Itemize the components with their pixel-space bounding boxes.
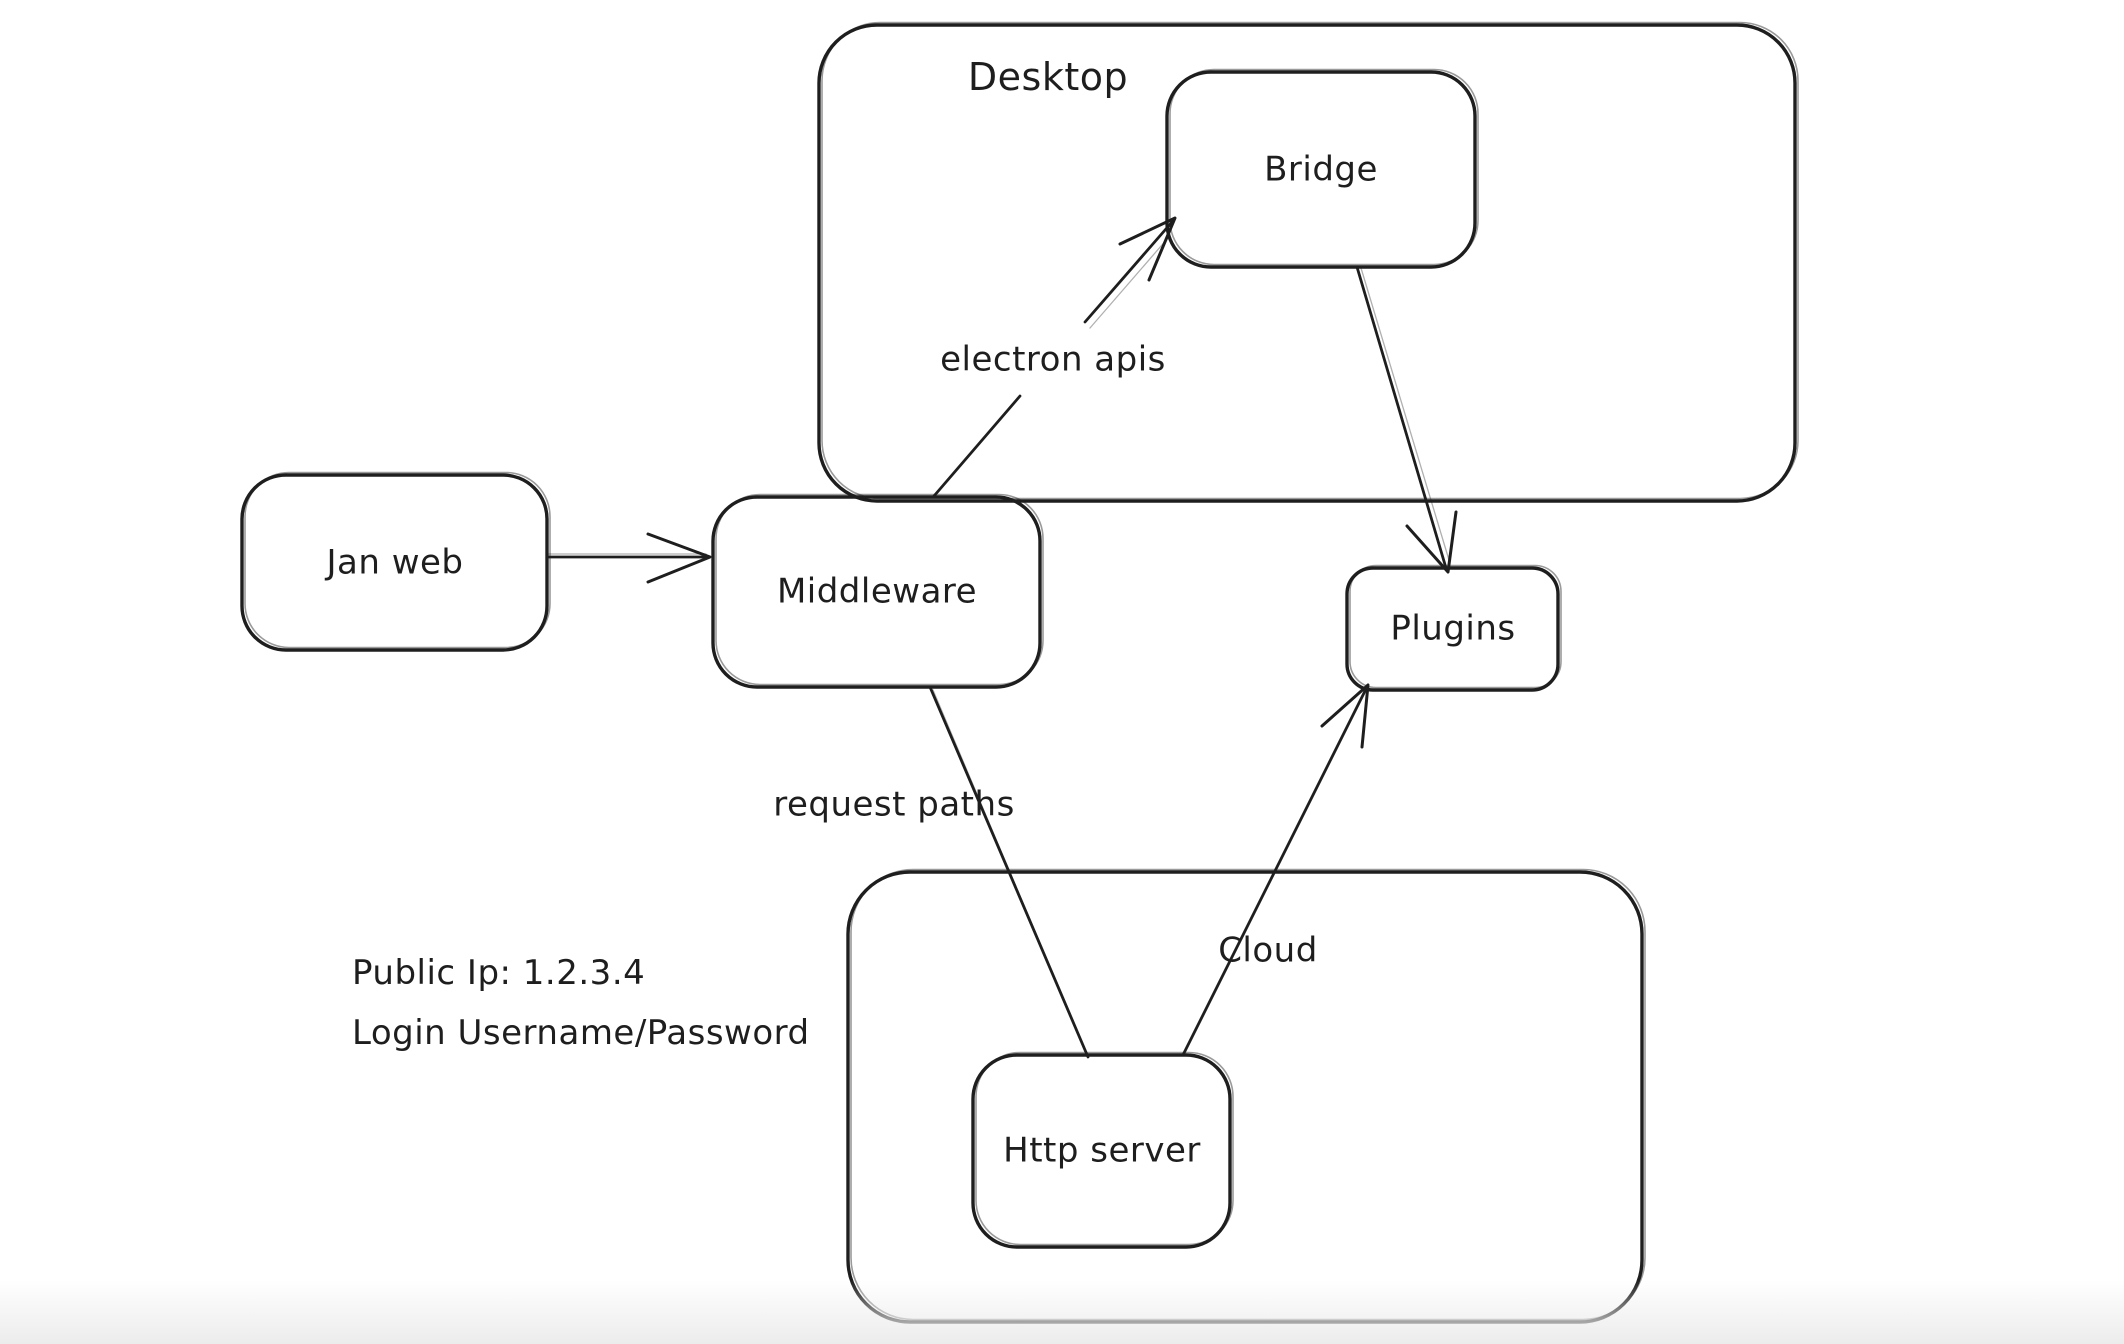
- electron-apis-edge-label[interactable]: electron apis: [940, 339, 1166, 380]
- middleware-to-bridge-arrow-ghost: [1089, 237, 1169, 329]
- middleware-to-http-server-line[interactable]: [928, 685, 1090, 1059]
- middleware-node-label[interactable]: Middleware: [776, 571, 978, 612]
- jan-web-node-label[interactable]: Jan web: [326, 542, 464, 583]
- middleware-to-http-server-line-shaft: [928, 685, 1090, 1059]
- bridge-node[interactable]: [1165, 70, 1477, 269]
- middleware-to-bridge-arrow-shaft-upper: [1083, 220, 1174, 324]
- plugins-node-label[interactable]: Plugins: [1390, 608, 1516, 649]
- middleware-node-sketch-ghost: [715, 493, 1044, 686]
- http-server-node[interactable]: [971, 1053, 1232, 1249]
- request-paths-edge-label[interactable]: request paths: [773, 784, 1015, 825]
- middleware-to-bridge-arrow-shaft-lower: [932, 394, 1022, 498]
- middleware-to-bridge-arrow[interactable]: [932, 216, 1177, 498]
- cloud-container-label[interactable]: Cloud: [1218, 930, 1318, 971]
- bridge-node-sketch-ghost: [1169, 68, 1479, 266]
- desktop-container-box[interactable]: [817, 23, 1797, 503]
- http-server-node-sketch-ghost: [975, 1051, 1234, 1246]
- http-server-node-label[interactable]: Http server: [1003, 1130, 1201, 1171]
- middleware-node[interactable]: [711, 495, 1042, 689]
- public-ip-note[interactable]: Public Ip: 1.2.3.4: [352, 953, 646, 993]
- desktop-container-sketch-ghost: [821, 21, 1799, 500]
- login-note[interactable]: Login Username/Password: [352, 1013, 810, 1053]
- http-server-to-plugins-arrow-shaft: [1181, 687, 1368, 1057]
- http-server-to-plugins-arrowhead: [1320, 683, 1370, 749]
- bridge-node-label[interactable]: Bridge: [1264, 149, 1378, 190]
- http-server-to-plugins-arrow[interactable]: [1181, 683, 1370, 1057]
- bridge-to-plugins-arrow-shaft: [1355, 265, 1448, 570]
- desktop-container-label[interactable]: Desktop: [967, 55, 1129, 100]
- bridge-to-plugins-arrow-ghost: [1360, 267, 1450, 561]
- jan-web-node-sketch-ghost: [244, 471, 551, 649]
- plugins-node-sketch-ghost: [1349, 564, 1562, 689]
- jan-web-to-middleware-arrowhead: [646, 532, 712, 584]
- jan-web-to-middleware-arrow[interactable]: [545, 532, 712, 584]
- bridge-to-plugins-arrow[interactable]: [1355, 265, 1458, 574]
- bridge-to-plugins-arrowhead: [1405, 510, 1458, 574]
- middleware-to-bridge-arrowhead: [1118, 216, 1177, 282]
- jan-web-node[interactable]: [240, 473, 549, 652]
- plugins-node[interactable]: [1345, 566, 1560, 692]
